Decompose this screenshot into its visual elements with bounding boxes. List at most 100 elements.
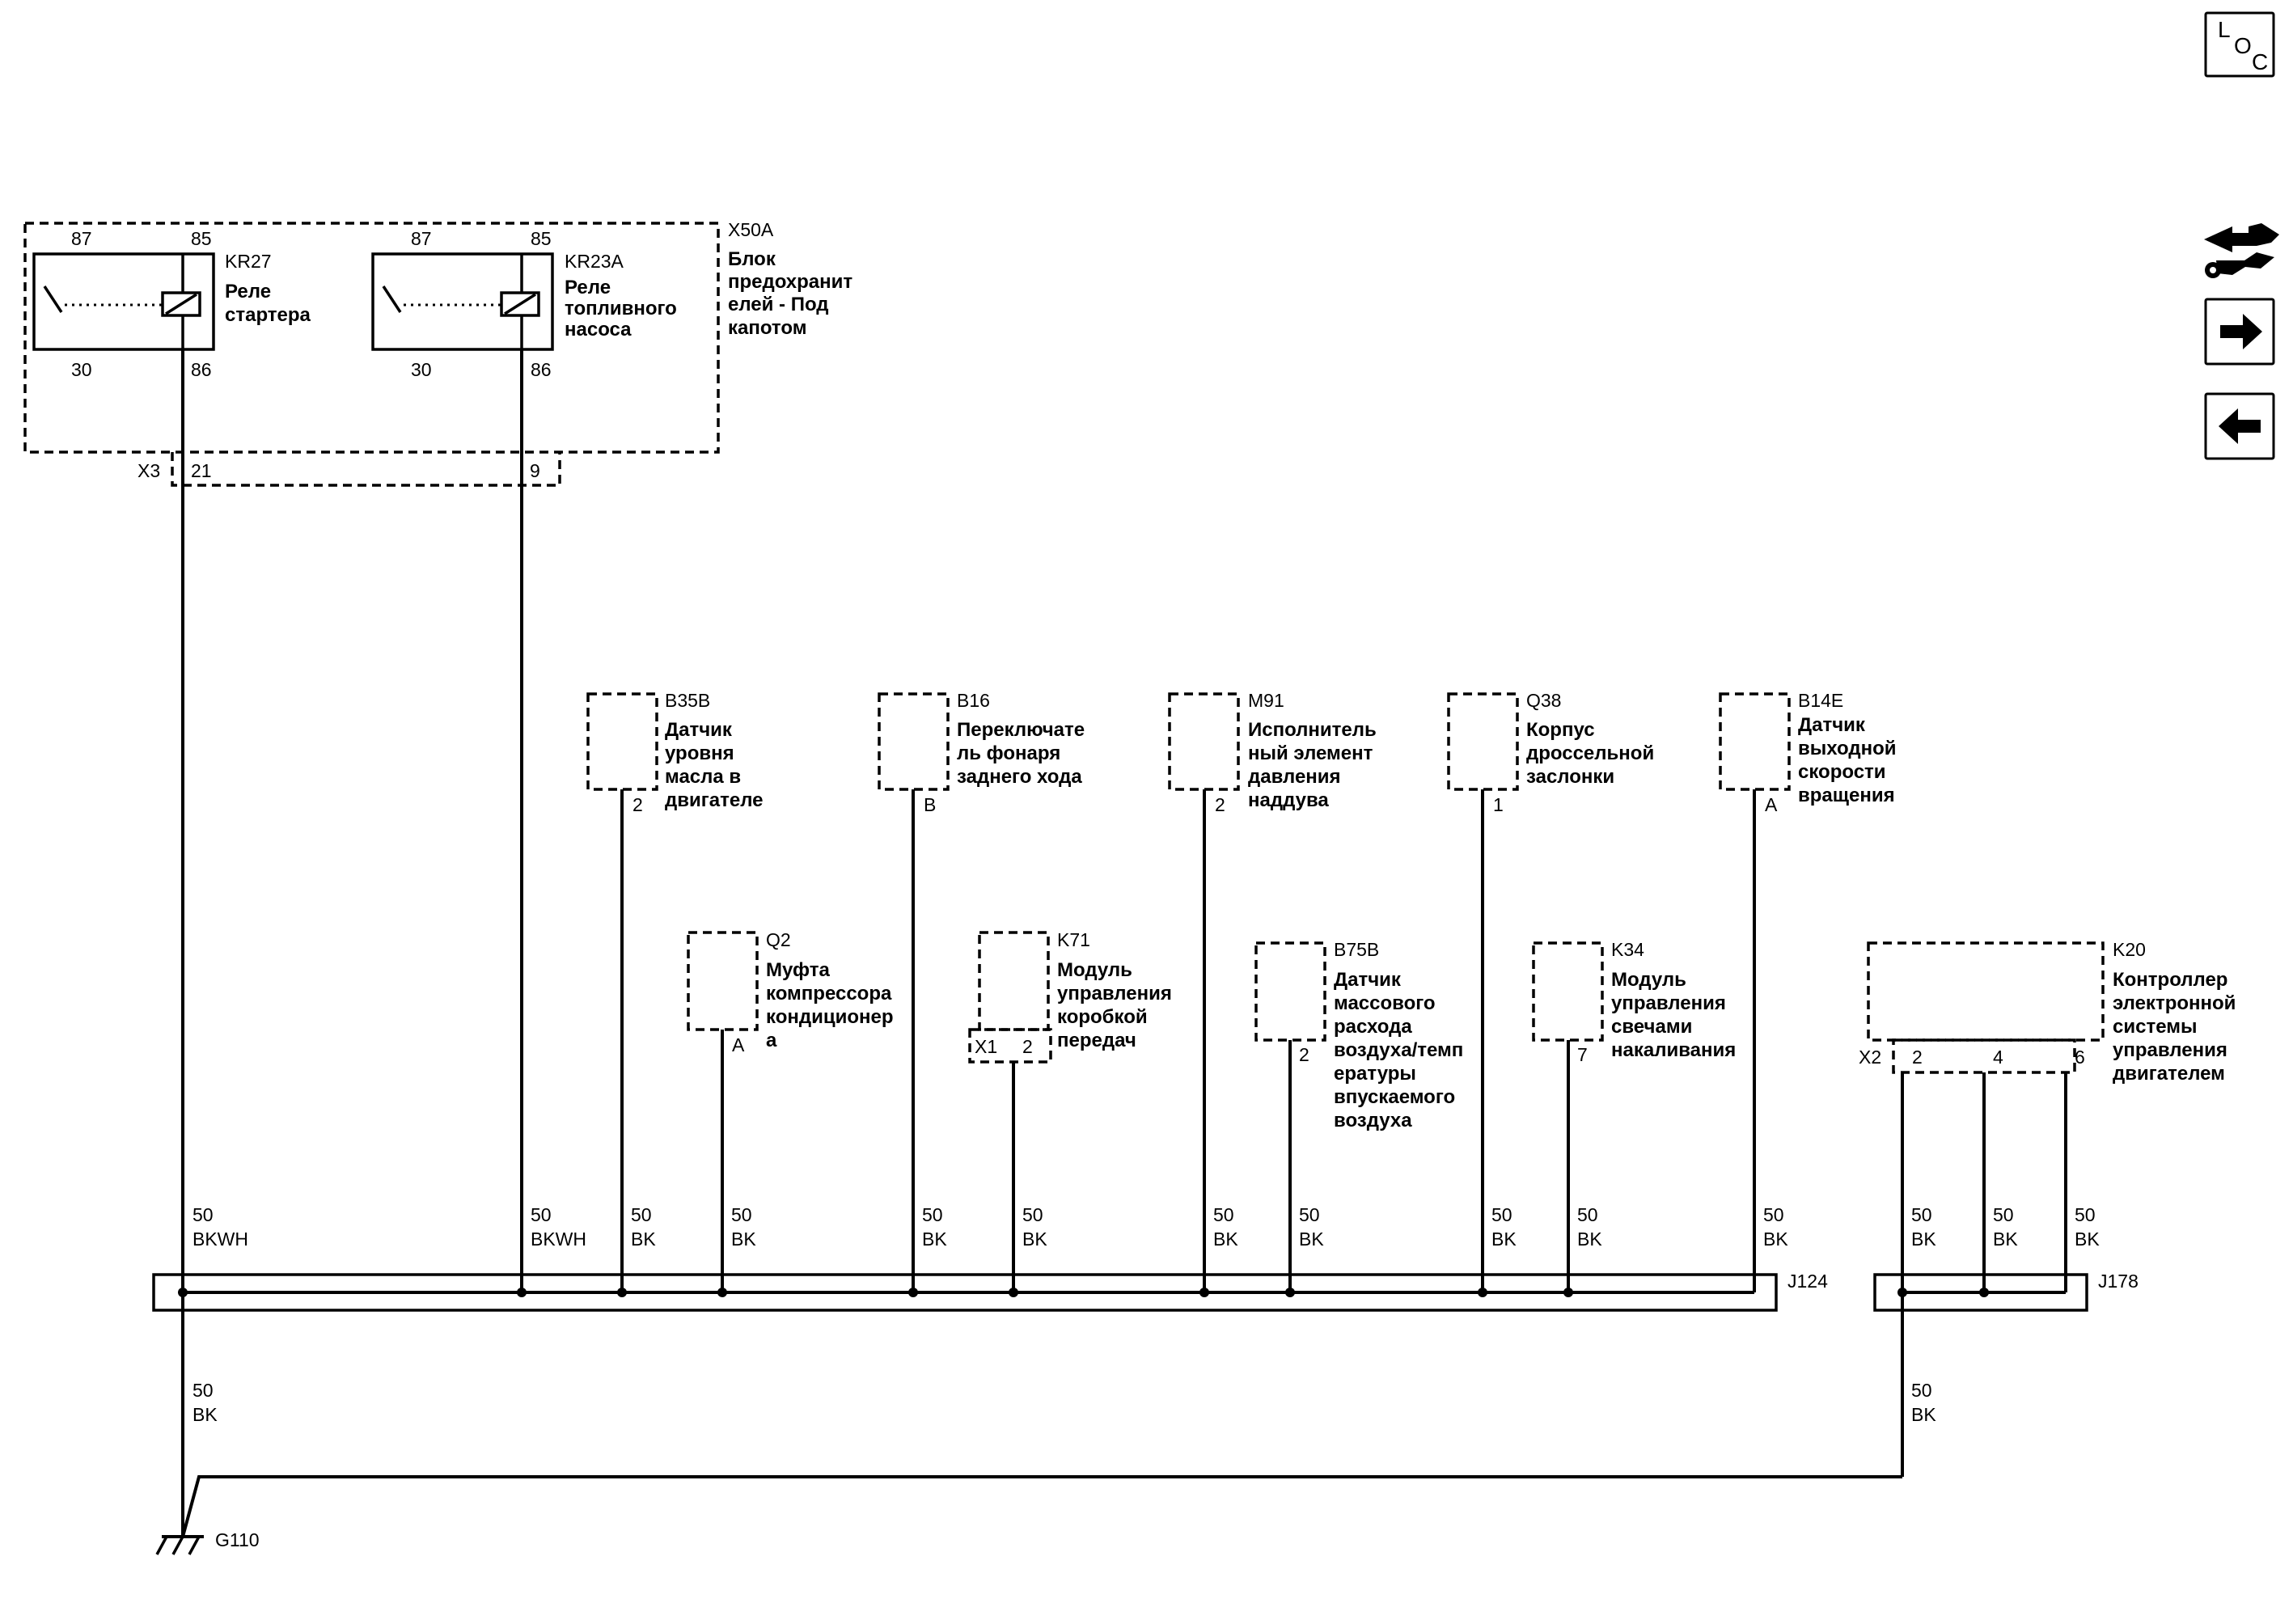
- wire-color-label: BK: [1763, 1229, 1788, 1250]
- wire-gauge-label: 50: [192, 1204, 214, 1225]
- component-pin: A: [1765, 794, 1778, 815]
- component-name-line: заслонки: [1526, 766, 1614, 788]
- fuse-block-desc-line: предохранит: [728, 271, 852, 293]
- component-id: B35B: [665, 690, 710, 711]
- relay-switch-contact: [382, 285, 402, 313]
- relay-kr23a: 87 85 30 86 KR23A Реле топливного насоса: [371, 228, 677, 380]
- relay-name-line: насоса: [565, 319, 632, 340]
- relay-pin-label: 86: [191, 359, 212, 380]
- component-pin: 1: [1493, 794, 1504, 815]
- wire-gauge-label: 50: [1213, 1204, 1234, 1225]
- component-id: B16: [957, 690, 990, 711]
- ground-g110: G110: [155, 1529, 260, 1555]
- component-pin: B: [924, 794, 936, 815]
- fuse-block-desc-line: капотом: [728, 317, 806, 339]
- wire-color-label: BK: [2075, 1229, 2100, 1250]
- wire-color-label: BK: [1911, 1229, 1936, 1250]
- splice-dot: [617, 1288, 627, 1297]
- splice-dot: [1897, 1288, 1907, 1297]
- component-name-line: уровня: [665, 742, 734, 764]
- connector-pin-9: 9: [530, 460, 540, 481]
- component-name-line: дроссельной: [1526, 742, 1654, 764]
- relay-id: KR27: [225, 251, 272, 272]
- next-button[interactable]: [2204, 298, 2275, 366]
- wire-gauge-label: 50: [631, 1204, 652, 1225]
- wire-labels: 50 BKWH 50 BKWH 50 BK 50 BK 50 BK 50 BK …: [192, 1204, 2100, 1425]
- component-name-line: воздуха: [1334, 1110, 1412, 1131]
- relay-pin-label: 85: [191, 228, 212, 249]
- wire-color-label: BK: [731, 1229, 756, 1250]
- component-name-line: Переключате: [957, 719, 1085, 741]
- wire-gauge-label: 50: [1299, 1204, 1320, 1225]
- wire-color-label: BK: [631, 1229, 656, 1250]
- component-name-line: Датчик: [1334, 969, 1402, 991]
- component-pin: 2: [1299, 1044, 1309, 1065]
- component-name-line: Датчик: [1798, 714, 1866, 736]
- vehicle-wrench-icon: [2204, 223, 2279, 278]
- component-pin: 7: [1577, 1044, 1588, 1065]
- wire-gauge-label: 50: [1491, 1204, 1512, 1225]
- component-name-line: Контроллер: [2113, 969, 2227, 991]
- component-pin: 2: [1215, 794, 1225, 815]
- wire-color-label: BK: [1577, 1229, 1602, 1250]
- component-id: M91: [1248, 690, 1284, 711]
- wire-gauge-label: 50: [531, 1204, 552, 1225]
- connector-x3-label: X3: [137, 460, 160, 481]
- wire-gauge-label: 50: [192, 1380, 214, 1401]
- splice-dot: [1979, 1288, 1989, 1297]
- component-q2: Q2 Муфта компрессора кондиционер а A: [687, 929, 894, 1055]
- splice-dot: [178, 1288, 188, 1297]
- relay-pin-label: 86: [531, 359, 552, 380]
- arrow-right-icon: [2220, 314, 2262, 349]
- component-name-line: вращения: [1798, 785, 1895, 806]
- wire-gauge-label: 50: [1911, 1204, 1932, 1225]
- connector-x1-label: X1: [975, 1036, 997, 1057]
- wire-j178-ground[interactable]: [181, 1475, 1902, 1537]
- component-name-line: расхода: [1334, 1016, 1412, 1038]
- component-id: K34: [1611, 939, 1644, 960]
- wire-color-label: BK: [1213, 1229, 1238, 1250]
- relay-name-line: Реле: [225, 281, 271, 302]
- wire-gauge-label: 50: [1763, 1204, 1784, 1225]
- component-name-line: свечами: [1611, 1016, 1692, 1038]
- component-name-line: выходной: [1798, 738, 1897, 759]
- component-name-line: ературы: [1334, 1063, 1416, 1085]
- vehicle-wrench-button[interactable]: [2204, 223, 2279, 278]
- component-pin: 2: [1912, 1047, 1923, 1068]
- splice-dot: [1285, 1288, 1295, 1297]
- component-name-line: системы: [2113, 1016, 2197, 1038]
- component-name-line: передач: [1057, 1030, 1136, 1051]
- component-name-line: коробкой: [1057, 1006, 1148, 1028]
- component-name-line: наддува: [1248, 789, 1329, 811]
- component-id: K20: [2113, 939, 2146, 960]
- splice-dot: [1563, 1288, 1573, 1297]
- component-name-line: Модуль: [1057, 959, 1132, 981]
- component-id: Q38: [1526, 690, 1561, 711]
- component-name-line: двигателем: [2113, 1063, 2225, 1085]
- component-name-line: заднего хода: [957, 766, 1082, 788]
- wire-gauge-label: 50: [1022, 1204, 1043, 1225]
- component-name-line: воздуха/темп: [1334, 1039, 1463, 1061]
- fuse-block-desc-line: Блок: [728, 248, 776, 270]
- splice-label: J178: [2098, 1271, 2139, 1292]
- wire-color-label: BKWH: [531, 1229, 586, 1250]
- component-pin: 2: [632, 794, 643, 815]
- splice-dot: [517, 1288, 527, 1297]
- relay-name-line: топливного: [565, 298, 677, 319]
- component-name-line: Модуль: [1611, 969, 1686, 991]
- component-name-line: кондиционер: [766, 1006, 894, 1028]
- component-name-line: а: [766, 1030, 777, 1051]
- component-name-line: ный элемент: [1248, 742, 1373, 764]
- component-name-line: скорости: [1798, 761, 1886, 783]
- wire-gauge-label: 50: [922, 1204, 943, 1225]
- component-id: B75B: [1334, 939, 1379, 960]
- fuse-block-x50a: X50A Блок предохранит елей - Под капотом…: [23, 219, 852, 487]
- splice-j124: J124: [152, 1271, 1828, 1312]
- loc-button[interactable]: L O C: [2204, 11, 2275, 78]
- wire-color-label: BK: [1993, 1229, 2018, 1250]
- component-name-line: компрессора: [766, 983, 892, 1004]
- wire-gauge-label: 50: [2075, 1204, 2096, 1225]
- component-name-line: массового: [1334, 992, 1436, 1014]
- arrow-left-icon: [2219, 408, 2261, 444]
- back-button[interactable]: [2204, 392, 2275, 460]
